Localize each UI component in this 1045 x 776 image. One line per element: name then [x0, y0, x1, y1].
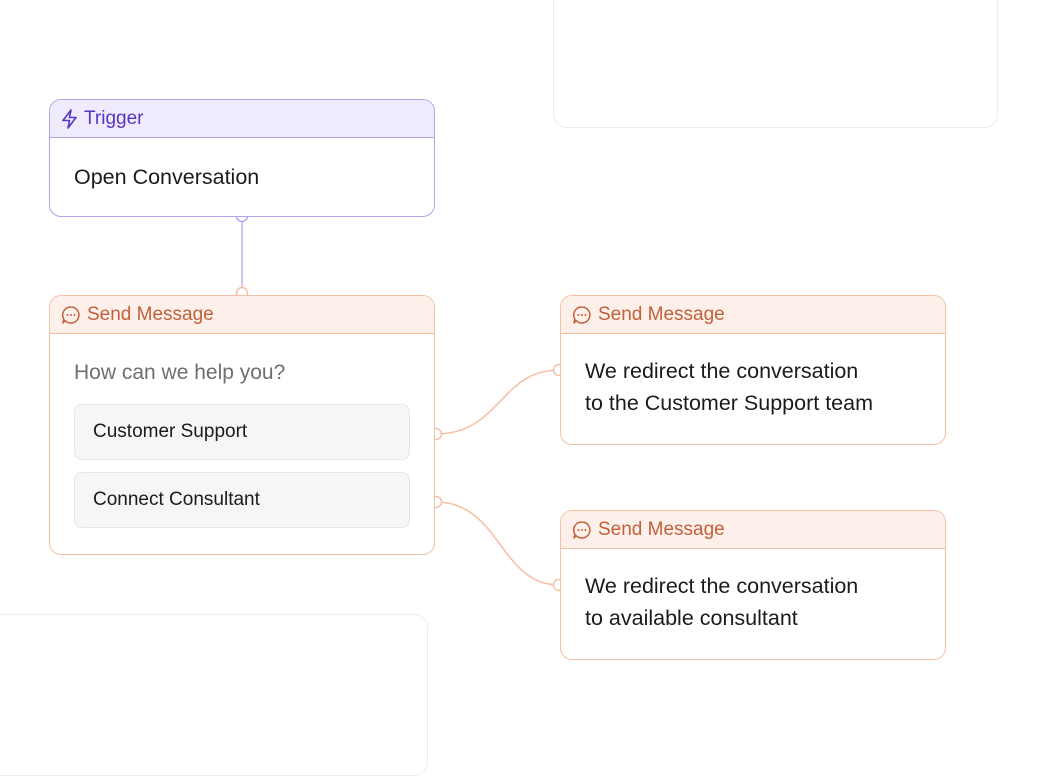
node-type-label: Send Message — [598, 518, 725, 540]
trigger-node[interactable]: Trigger Open Conversation — [49, 99, 435, 217]
send-message-node-consultant[interactable]: Send Message We redirect the conversatio… — [560, 510, 946, 660]
option-connect-consultant[interactable]: Connect Consultant — [74, 472, 410, 528]
chat-bubble-icon — [61, 305, 80, 324]
message-line: to the Customer Support team — [585, 391, 874, 415]
node-header: Send Message — [561, 511, 945, 549]
message-line: to available consultant — [585, 606, 798, 630]
option-customer-support[interactable]: Customer Support — [74, 404, 410, 460]
message-line: We redirect the conversation — [585, 359, 859, 383]
send-message-node-question[interactable]: Send Message How can we help you? Custom… — [49, 295, 435, 555]
node-header: Send Message — [561, 296, 945, 334]
node-body: How can we help you? Customer Support Co… — [50, 358, 434, 528]
connector-consultant — [435, 501, 560, 586]
node-type-label: Send Message — [598, 303, 725, 325]
chat-bubble-icon — [572, 305, 591, 324]
lightning-icon — [62, 108, 77, 129]
background-card — [553, 0, 998, 128]
node-body: Open Conversation — [50, 138, 434, 193]
node-type-label: Trigger — [84, 107, 144, 129]
node-body: We redirect the conversation to the Cust… — [561, 334, 945, 419]
background-card — [0, 614, 428, 776]
trigger-title: Open Conversation — [74, 165, 260, 189]
message-line: We redirect the conversation — [585, 574, 859, 598]
node-header: Trigger — [50, 100, 434, 138]
connector-support — [435, 369, 560, 435]
node-header: Send Message — [50, 296, 434, 334]
node-type-label: Send Message — [87, 303, 214, 325]
question-text: How can we help you? — [74, 361, 286, 384]
chat-bubble-icon — [572, 520, 591, 539]
node-body: We redirect the conversation to availabl… — [561, 549, 945, 634]
send-message-node-support[interactable]: Send Message We redirect the conversatio… — [560, 295, 946, 445]
